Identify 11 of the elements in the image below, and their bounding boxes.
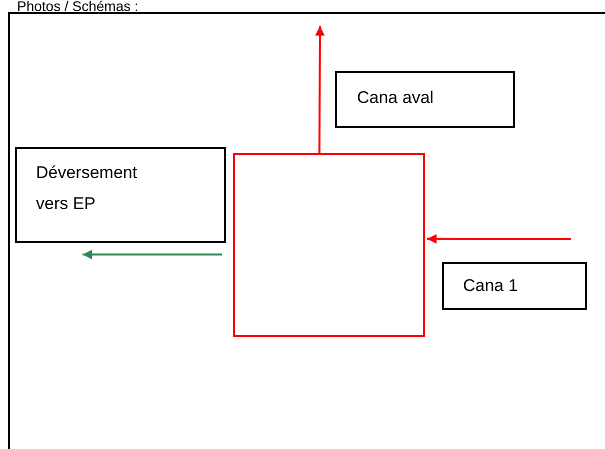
heading: Photos / Schémas : xyxy=(17,0,138,13)
arrow xyxy=(315,26,325,153)
box-label: Déversement vers EP xyxy=(36,162,138,215)
box-label: Cana aval xyxy=(357,87,435,109)
arrow xyxy=(427,234,571,244)
arrow xyxy=(82,250,222,260)
box-label: Cana 1 xyxy=(463,275,519,297)
label-box xyxy=(335,71,515,128)
label-box xyxy=(442,262,587,310)
process-box xyxy=(233,153,425,337)
label-box xyxy=(15,147,226,243)
